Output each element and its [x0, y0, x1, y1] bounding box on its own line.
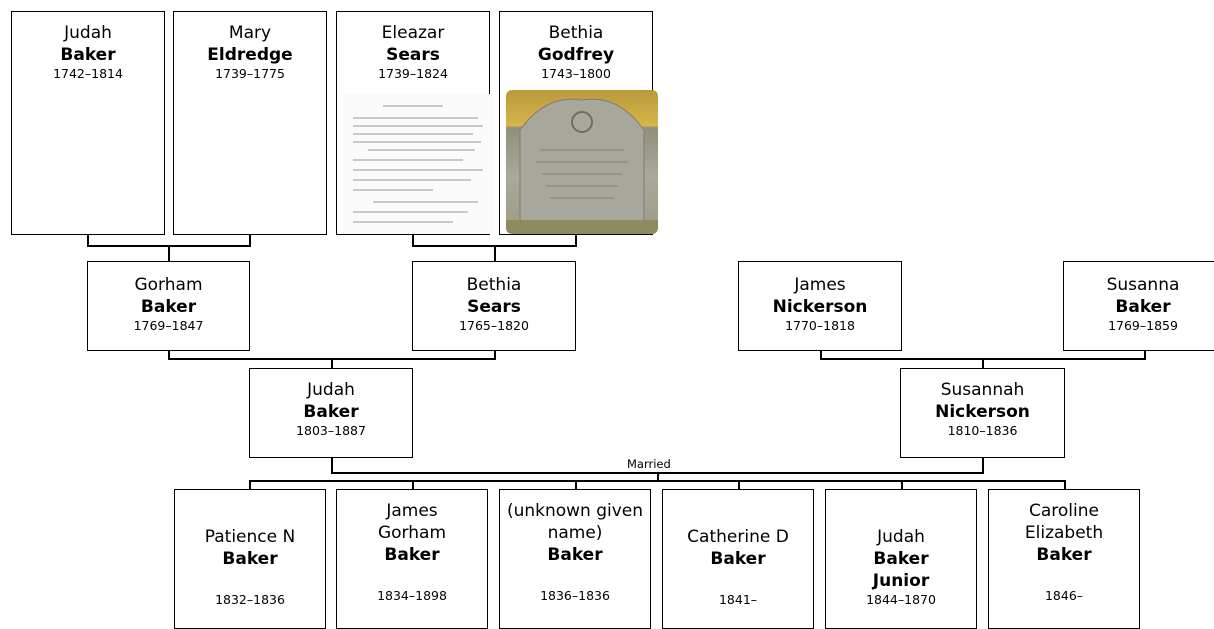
document-photo[interactable] — [343, 94, 495, 234]
married-label: Married — [626, 457, 672, 471]
given-name: Susannah — [940, 380, 1025, 400]
life-years: 1765–1820 — [459, 318, 529, 333]
surname: Baker — [60, 45, 116, 65]
person-card-susannah-nickerson[interactable]: Susannah Nickerson 1810–1836 — [900, 368, 1065, 458]
life-years: 1844–1870 — [866, 592, 936, 607]
person-card-bethia-godfrey[interactable]: Bethia Godfrey 1743–1800 — [499, 11, 658, 235]
connector — [494, 245, 496, 261]
connector — [412, 480, 414, 489]
life-years: 1739–1824 — [378, 66, 448, 81]
given-name: Eleazar — [381, 23, 445, 43]
given-name: Patience N — [204, 527, 296, 547]
person-card-judah-baker-1742[interactable]: Judah Baker 1742–1814 — [11, 11, 165, 235]
surname: Godfrey — [537, 45, 615, 65]
life-years: 1770–1818 — [785, 318, 855, 333]
person-card-catherine-baker[interactable]: Catherine D Baker 1841– — [662, 489, 814, 629]
surname: Nickerson — [935, 402, 1030, 422]
surname: Baker — [222, 549, 278, 569]
connector — [168, 351, 170, 359]
connector — [575, 480, 577, 489]
person-card-bethia-sears[interactable]: Bethia Sears 1765–1820 — [412, 261, 576, 351]
given-name: James Gorham — [377, 501, 447, 543]
gravestone-photo[interactable] — [506, 90, 658, 234]
given-name: Bethia — [466, 275, 522, 295]
person-card-eleazar-sears[interactable]: Eleazar Sears 1739–1824 — [336, 11, 495, 235]
given-name: Judah — [307, 380, 355, 400]
person-card-unknown-baker[interactable]: (unknown given name) Baker 1836–1836 — [499, 489, 651, 629]
connector — [494, 351, 496, 359]
given-name: (unknown given name) — [506, 501, 644, 543]
life-years: 1832–1836 — [215, 592, 285, 607]
person-card-judah-baker-junior[interactable]: Judah Baker Junior 1844–1870 — [825, 489, 977, 629]
life-years: 1846– — [1044, 588, 1084, 603]
surname: Baker — [140, 297, 197, 317]
connector — [901, 480, 903, 489]
connector — [1144, 351, 1146, 359]
connector — [87, 235, 89, 246]
connector — [412, 235, 414, 246]
life-years: 1743–1800 — [541, 66, 611, 81]
person-card-james-nickerson[interactable]: James Nickerson 1770–1818 — [738, 261, 902, 351]
person-card-caroline-baker[interactable]: Caroline Elizabeth Baker 1846– — [988, 489, 1140, 629]
connector — [982, 358, 984, 368]
person-card-gorham-baker[interactable]: Gorham Baker 1769–1847 — [87, 261, 250, 351]
life-years: 1769–1847 — [133, 318, 204, 333]
surname: Baker — [710, 549, 766, 569]
surname: Baker — [1036, 545, 1092, 565]
given-name: Judah — [64, 23, 112, 43]
given-name: Gorham — [134, 275, 203, 295]
connector — [575, 235, 577, 246]
given-name: Bethia — [548, 23, 604, 43]
life-years: 1803–1887 — [296, 423, 366, 438]
connector — [331, 358, 333, 368]
life-years: 1742–1814 — [53, 66, 123, 81]
connector — [738, 480, 740, 489]
surname: Baker — [384, 545, 440, 565]
given-name: Susanna — [1106, 275, 1180, 295]
surname: Baker — [547, 545, 603, 565]
given-name: Caroline Elizabeth — [1024, 501, 1104, 543]
given-name: Mary — [228, 23, 272, 43]
person-card-james-gorham-baker[interactable]: James Gorham Baker 1834–1898 — [336, 489, 488, 629]
given-name: Catherine D — [687, 527, 789, 547]
person-card-susanna-baker[interactable]: Susanna Baker 1769–1859 — [1063, 261, 1214, 351]
connector — [249, 480, 1065, 482]
surname: Baker — [303, 402, 359, 422]
life-years: 1834–1898 — [377, 588, 447, 603]
life-years: 1836–1836 — [540, 588, 610, 603]
life-years: 1810–1836 — [947, 423, 1018, 438]
surname: Sears — [467, 297, 521, 317]
surname: Nickerson — [772, 297, 868, 317]
person-card-patience-baker[interactable]: Patience N Baker 1832–1836 — [174, 489, 326, 629]
connector — [982, 458, 984, 473]
connector — [331, 458, 333, 473]
connector — [1064, 480, 1066, 489]
life-years: 1769–1859 — [1108, 318, 1178, 333]
life-years: 1841– — [718, 592, 758, 607]
connector — [168, 245, 170, 261]
person-card-judah-baker-1803[interactable]: Judah Baker 1803–1887 — [249, 368, 413, 458]
life-years: 1739–1775 — [215, 66, 285, 81]
connector — [249, 235, 251, 246]
given-name: Judah — [877, 527, 925, 547]
person-card-mary-eldredge[interactable]: Mary Eldredge 1739–1775 — [173, 11, 327, 235]
surname: Eldredge — [207, 45, 293, 65]
surname: Baker — [1115, 297, 1171, 317]
surname: Baker Junior — [872, 549, 930, 591]
connector — [657, 472, 659, 481]
connector — [249, 480, 251, 489]
given-name: James — [794, 275, 846, 295]
connector — [820, 351, 822, 359]
surname: Sears — [386, 45, 440, 65]
